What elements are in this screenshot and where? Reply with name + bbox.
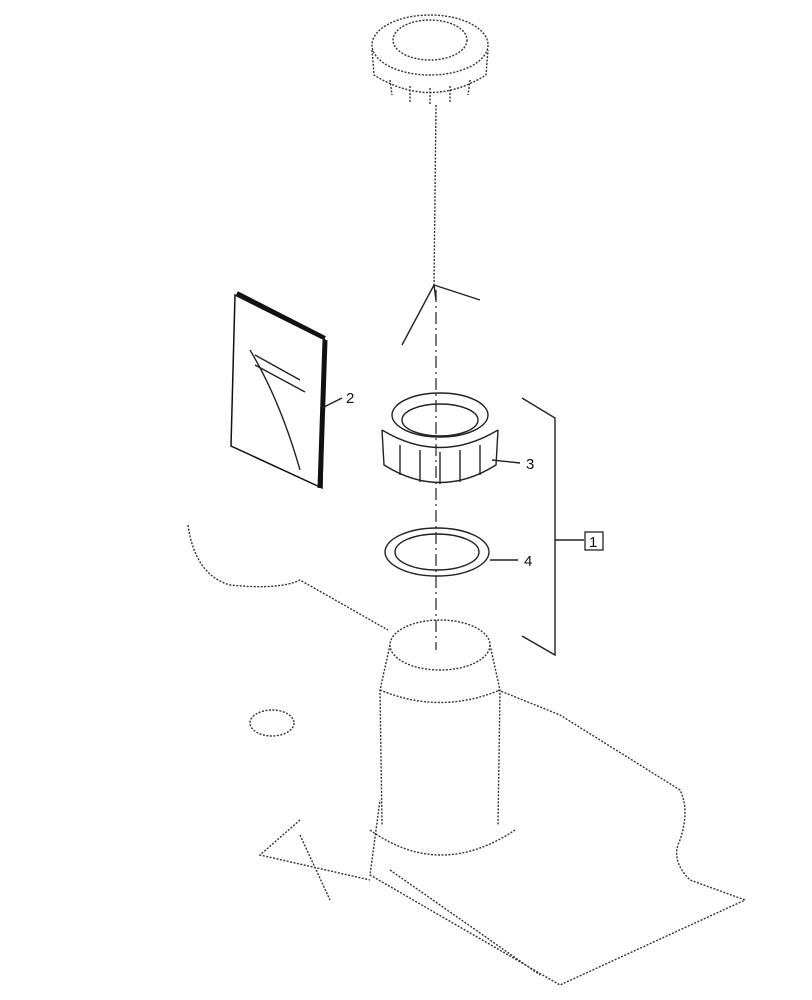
tank-panel: [187, 524, 747, 986]
tether: [401, 104, 481, 346]
callout-4: 4: [524, 553, 532, 570]
filler-neck-tube: [369, 619, 516, 856]
kit-bracket: [521, 397, 556, 657]
instruction-booklet: [230, 291, 328, 490]
filler-cap: [371, 14, 489, 104]
leader-2: [321, 397, 343, 409]
callout-2: 2: [346, 390, 354, 407]
threaded-collar: [381, 392, 499, 484]
gasket-ring: [384, 527, 490, 577]
callout-3: 3: [526, 456, 534, 473]
callout-1-box: [584, 531, 604, 551]
callout-1: 1: [589, 534, 597, 551]
leader-3: [491, 459, 521, 464]
